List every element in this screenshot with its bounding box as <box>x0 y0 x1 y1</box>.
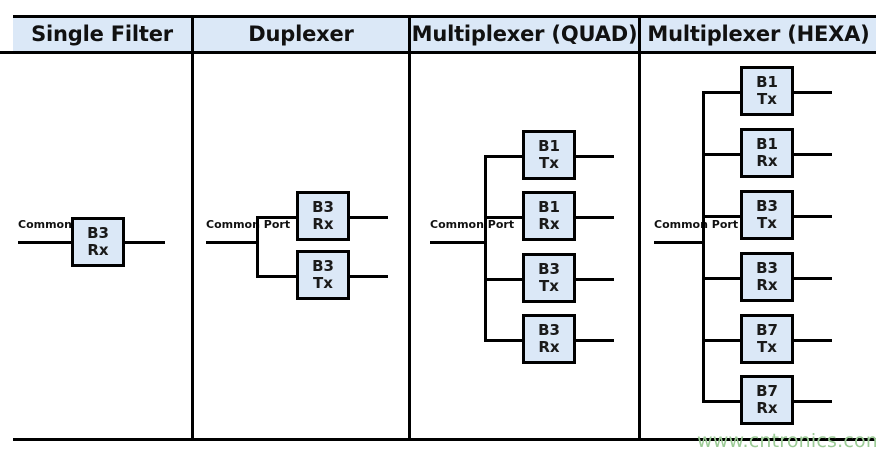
filter-box-b1-rx: B1 Rx <box>740 128 794 178</box>
wire-input-multiplexer-hexa <box>654 241 704 244</box>
column-header-multiplexer-hexa: Multiplexer (HEXA) <box>647 22 870 46</box>
common-port-label-multiplexer-hexa: Common Port <box>654 218 739 231</box>
wire-stub-b7-rx <box>702 400 742 403</box>
filter-box-b3-rx: B3 Rx <box>296 191 350 241</box>
filter-box-b1-rx: B1 Rx <box>522 191 576 241</box>
wire-stub-b1-tx <box>484 155 524 158</box>
table-rule-bottom <box>13 438 876 441</box>
filter-box-b3-rx: B3 Rx <box>522 314 576 364</box>
common-port-label-multiplexer-quad: Common Port <box>430 218 515 231</box>
wire-stub-b3-rx <box>256 216 298 219</box>
wire-stub-b3-rx <box>702 277 742 280</box>
wire-output-b7-tx <box>794 339 832 342</box>
wire-stub-b3-tx <box>702 215 742 218</box>
table-rule-top <box>13 15 876 18</box>
common-port-label-duplexer: Common Port <box>206 218 291 231</box>
watermark: www.cntronics.com <box>697 430 876 452</box>
column-header-single-filter: Single Filter <box>31 22 173 46</box>
column-divider-1 <box>191 15 194 441</box>
wire-input-single-filter <box>18 241 71 244</box>
wire-output-b3-tx <box>350 275 388 278</box>
filter-box-b7-rx: B7 Rx <box>740 375 794 425</box>
wire-stub-b3-tx <box>484 278 524 281</box>
wire-output-b3-rx <box>794 277 832 280</box>
wire-stub-b7-tx <box>702 339 742 342</box>
filter-box-b3-tx: B3 Tx <box>522 253 576 303</box>
filter-box-b1-tx: B1 Tx <box>522 130 576 180</box>
column-divider-2 <box>408 15 411 441</box>
wire-stub-b1-tx <box>702 91 742 94</box>
wire-input-duplexer <box>206 241 258 244</box>
filter-box-b1-tx: B1 Tx <box>740 66 794 116</box>
filter-box-b3-tx: B3 Tx <box>740 190 794 240</box>
wire-output-b1-rx <box>794 153 832 156</box>
wire-input-multiplexer-quad <box>430 241 486 244</box>
wire-output-b3-rx <box>350 216 388 219</box>
wire-stub-b3-rx <box>484 339 524 342</box>
wire-output-b1-rx <box>576 216 614 219</box>
table-rule-under-header <box>0 51 876 54</box>
wire-stub-b1-rx <box>702 153 742 156</box>
filter-box-b3-rx: B3 Rx <box>71 217 125 267</box>
wire-output-b3-tx <box>576 278 614 281</box>
wire-output-b1-tx <box>794 91 832 94</box>
filter-box-b3-tx: B3 Tx <box>296 250 350 300</box>
header-band <box>13 18 876 51</box>
wire-bus-multiplexer-hexa <box>702 91 705 403</box>
wire-stub-b1-rx <box>484 216 524 219</box>
wire-output-b7-rx <box>794 400 832 403</box>
column-header-duplexer: Duplexer <box>248 22 354 46</box>
filter-box-b3-rx: B3 Rx <box>740 252 794 302</box>
wire-output-b3-rx <box>125 241 165 244</box>
wire-bus-multiplexer-quad <box>484 155 487 342</box>
filter-box-b7-tx: B7 Tx <box>740 314 794 364</box>
wire-output-b3-rx <box>576 339 614 342</box>
wire-output-b1-tx <box>576 155 614 158</box>
column-header-multiplexer-quad: Multiplexer (QUAD) <box>411 22 638 46</box>
wire-bus-duplexer <box>256 216 259 278</box>
column-divider-3 <box>638 15 641 441</box>
wire-stub-b3-tx <box>256 275 298 278</box>
wire-output-b3-tx <box>794 215 832 218</box>
